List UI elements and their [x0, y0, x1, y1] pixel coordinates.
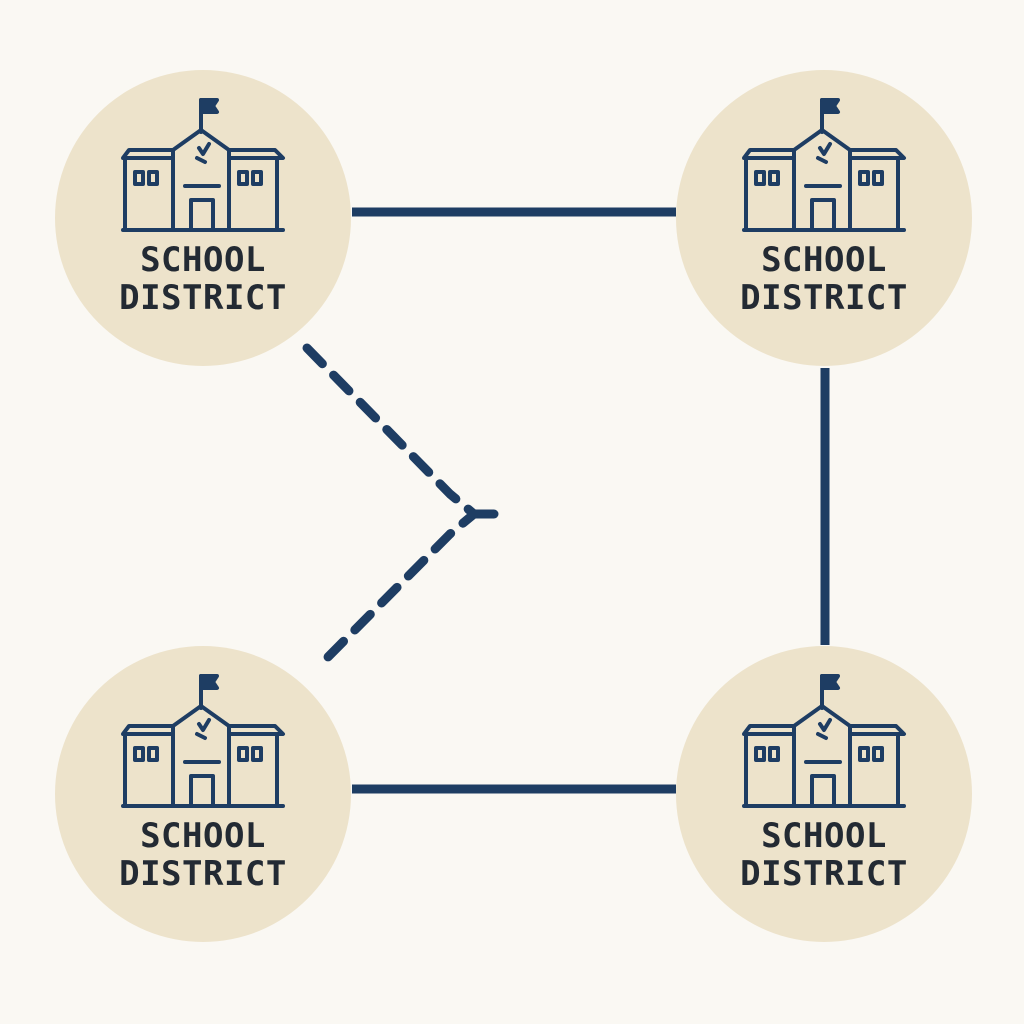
node-label-line1: SCHOOL: [140, 240, 266, 280]
node-label-line2: DISTRICT: [119, 854, 287, 894]
school-building-icon: [121, 98, 285, 232]
connector-dashed-chevron: [302, 343, 479, 665]
school-district-node-top-left: SCHOOL DISTRICT: [55, 70, 351, 366]
node-label-line2: DISTRICT: [740, 278, 908, 318]
school-building-icon: [742, 98, 906, 232]
node-label-line1: SCHOOL: [761, 816, 887, 856]
node-label-line1: SCHOOL: [761, 240, 887, 280]
school-district-node-bottom-right: SCHOOL DISTRICT: [676, 646, 972, 942]
school-building-icon: [742, 674, 906, 808]
school-district-node-bottom-left: SCHOOL DISTRICT: [55, 646, 351, 942]
node-label-line2: DISTRICT: [740, 854, 908, 894]
school-district-node-top-right: SCHOOL DISTRICT: [676, 70, 972, 366]
node-label-line2: DISTRICT: [119, 278, 287, 318]
school-building-icon: [121, 674, 285, 808]
node-label-line1: SCHOOL: [140, 816, 266, 856]
